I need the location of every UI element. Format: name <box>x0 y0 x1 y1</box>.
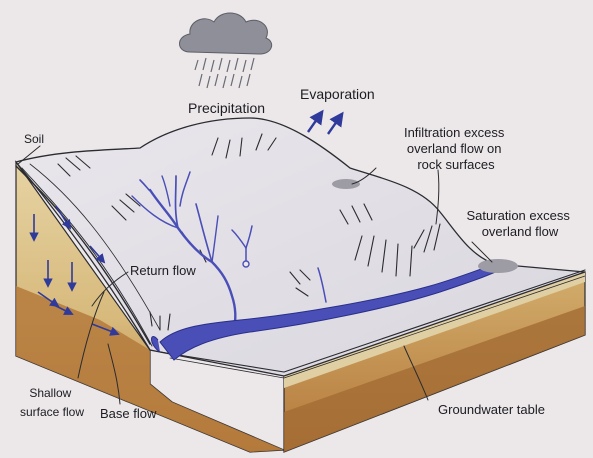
soil-label: Soil <box>24 132 44 146</box>
precipitation-label: Precipitation <box>188 100 265 116</box>
rock-surface-patch <box>332 179 360 189</box>
groundwater-table-label: Groundwater table <box>438 402 545 417</box>
saturation-patch <box>478 259 518 273</box>
rain-cloud-icon <box>180 13 272 88</box>
evaporation-arrows-icon <box>308 112 342 134</box>
saturation-excess-label: Saturation excess overland flow <box>467 208 574 239</box>
return-flow-label: Return flow <box>130 263 196 278</box>
spring-head-icon <box>243 261 249 267</box>
infiltration-excess-label: Infiltration excess overland flow on roc… <box>404 125 508 172</box>
base-flow-label: Base flow <box>100 406 157 421</box>
shallow-surface-flow-label: Shallow surface flow <box>20 386 84 419</box>
evaporation-label: Evaporation <box>300 86 375 102</box>
